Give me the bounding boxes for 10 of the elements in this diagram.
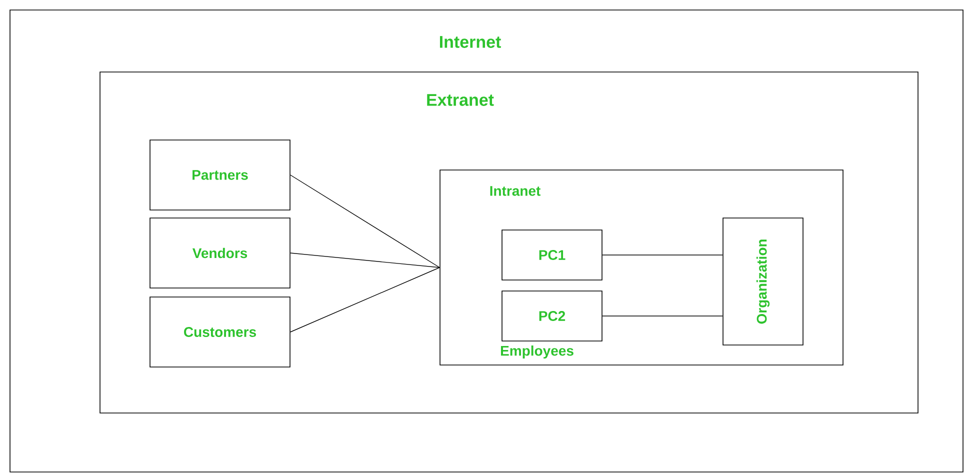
connector-line <box>602 254 723 256</box>
entity-box: Partners <box>150 140 290 210</box>
organization-box: Organization <box>722 218 804 346</box>
connector-line <box>290 174 440 268</box>
entity-box: Vendors <box>150 218 290 288</box>
entity-box: PC1 <box>502 230 602 280</box>
entity-box: Customers <box>150 296 290 368</box>
connector-line <box>290 267 440 332</box>
connector-line <box>290 252 440 268</box>
entity-box: PC2 <box>502 290 602 342</box>
